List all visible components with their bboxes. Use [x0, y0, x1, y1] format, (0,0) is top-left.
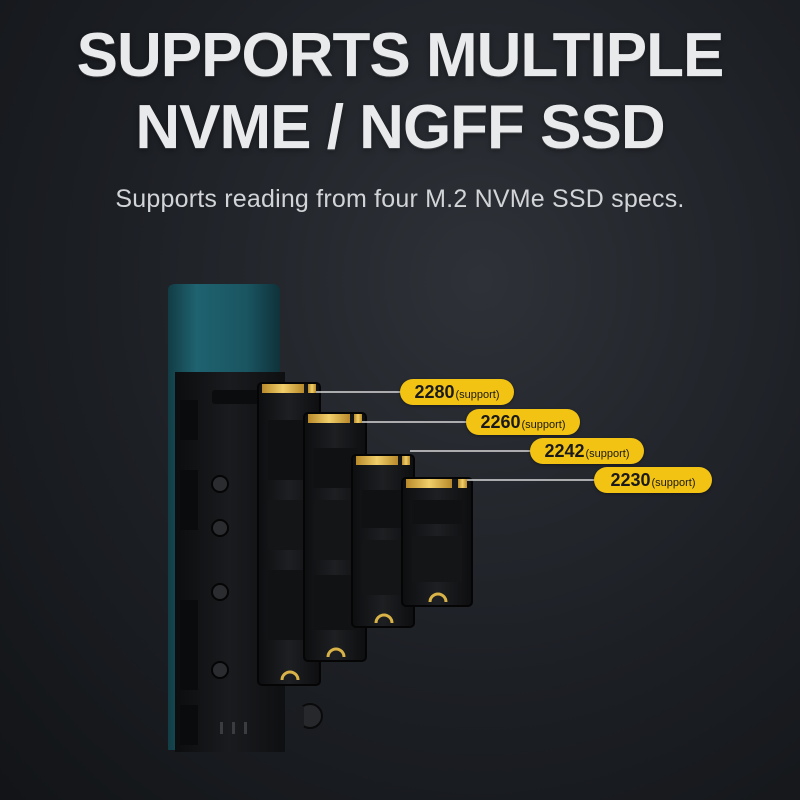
label-2230: 2230(support): [594, 467, 712, 493]
ssd-2260-board: [303, 412, 367, 662]
headline-line-1: SUPPORTS MULTIPLE: [76, 21, 725, 90]
ssd-2242-board: [351, 454, 415, 628]
label-2242-note: (support): [585, 448, 630, 460]
label-leader-lines: [316, 391, 596, 481]
label-2280-size: 2280: [414, 382, 455, 402]
ssd-2230-board: [401, 477, 473, 607]
label-2280-note: (support): [455, 389, 500, 401]
subtitle: Supports reading from four M.2 NVMe SSD …: [115, 185, 685, 213]
label-2230-note: (support): [651, 477, 696, 489]
label-2280: 2280(support): [400, 379, 514, 405]
label-2242-size: 2242: [544, 441, 585, 461]
label-2230-size: 2230: [610, 470, 651, 490]
label-2260: 2260(support): [466, 409, 580, 435]
label-2242: 2242(support): [530, 438, 644, 464]
label-2260-size: 2260: [480, 412, 521, 432]
screw-accessory: [296, 703, 323, 729]
label-2260-note: (support): [521, 419, 566, 431]
headline-line-2: NVME / NGFF SSD: [135, 93, 665, 162]
